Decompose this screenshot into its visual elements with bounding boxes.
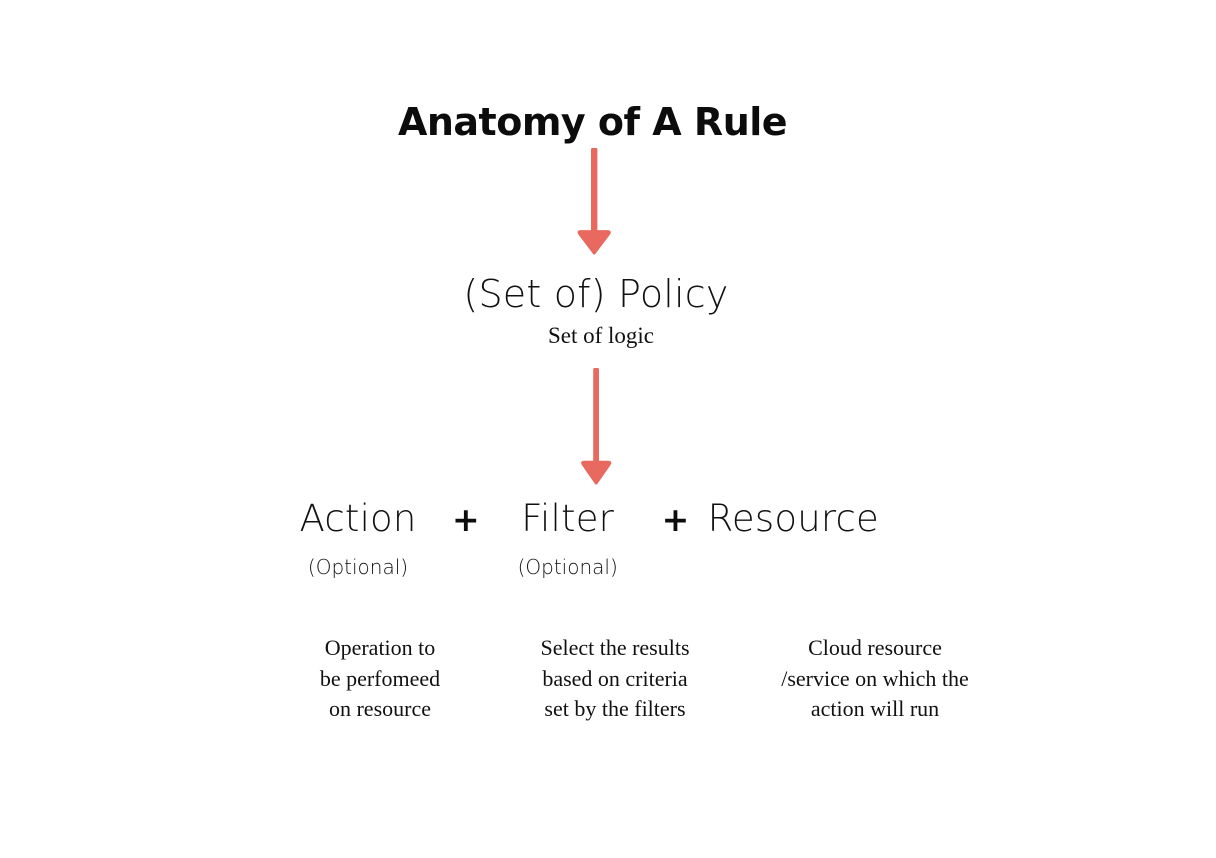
page-title: Anatomy of A Rule — [397, 100, 788, 144]
plus-operator-2: + — [661, 500, 690, 539]
description-filter: Select the results based on criteria set… — [540, 635, 690, 721]
component-optional-action: (Optional) — [307, 555, 409, 579]
description-action: Operation to be perfomeed on resource — [319, 635, 441, 721]
descriptions-row: Operation to be perfomeed on resource Se… — [280, 633, 1000, 725]
policy-subtitle: Set of logic — [547, 323, 655, 348]
component-filter: Filter (Optional) — [518, 500, 618, 579]
component-resource: Resource — [703, 500, 883, 555]
component-term-action: Action — [299, 497, 417, 540]
components-row: Action (Optional) + Filter (Optional) + … — [296, 500, 926, 579]
arrow-policy-to-components-icon — [581, 368, 612, 485]
arrow-title-to-policy-icon — [577, 148, 611, 255]
plus-operator-1: + — [452, 500, 480, 539]
description-resource: Cloud resource /service on which the act… — [781, 635, 969, 721]
component-term-resource: Resource — [707, 497, 879, 540]
component-optional-filter: (Optional) — [517, 555, 618, 579]
component-action: Action (Optional) — [296, 500, 420, 579]
component-term-filter: Filter — [521, 497, 615, 540]
policy-heading: (Set of) Policy — [463, 272, 729, 316]
